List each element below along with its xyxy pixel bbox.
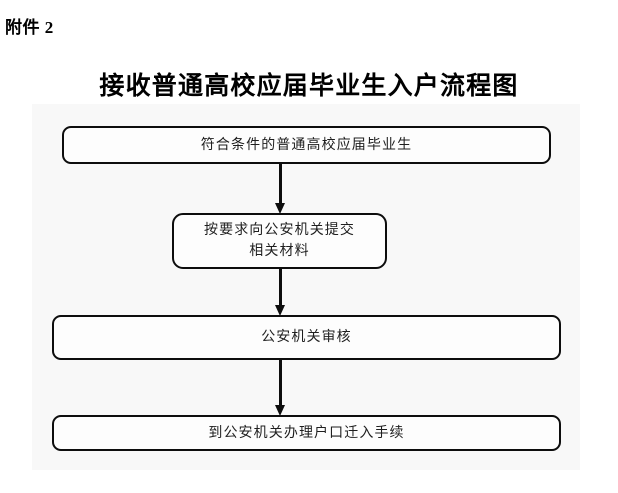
connector-line [279, 269, 282, 307]
flow-node-label: 公安机关审核 [261, 330, 352, 345]
flow-node-step-1: 符合条件的普通高校应届毕业生 [62, 126, 551, 164]
flow-connector-1-to-2 [275, 164, 286, 214]
flowchart-panel [32, 104, 580, 470]
down-arrow-icon [275, 305, 285, 316]
connector-line [279, 164, 282, 205]
flow-node-label: 到公安机关办理户口迁入手续 [208, 425, 405, 441]
attachment-label: 附件 2 [5, 18, 54, 37]
flow-connector-3-to-4 [275, 360, 286, 416]
connector-line [279, 360, 282, 407]
down-arrow-icon [275, 203, 285, 214]
down-arrow-icon [275, 405, 285, 416]
flow-connector-2-to-3 [275, 269, 286, 316]
flow-node-label: 按要求向公安机关提交 相关材料 [204, 223, 355, 259]
page-title: 接收普通高校应届毕业生入户流程图 [99, 72, 519, 100]
flow-node-label: 符合条件的普通高校应届毕业生 [200, 137, 413, 153]
flow-node-step-3: 公安机关审核 [52, 315, 561, 360]
flow-node-step-2: 按要求向公安机关提交 相关材料 [172, 213, 387, 269]
flow-node-step-4: 到公安机关办理户口迁入手续 [52, 415, 561, 451]
